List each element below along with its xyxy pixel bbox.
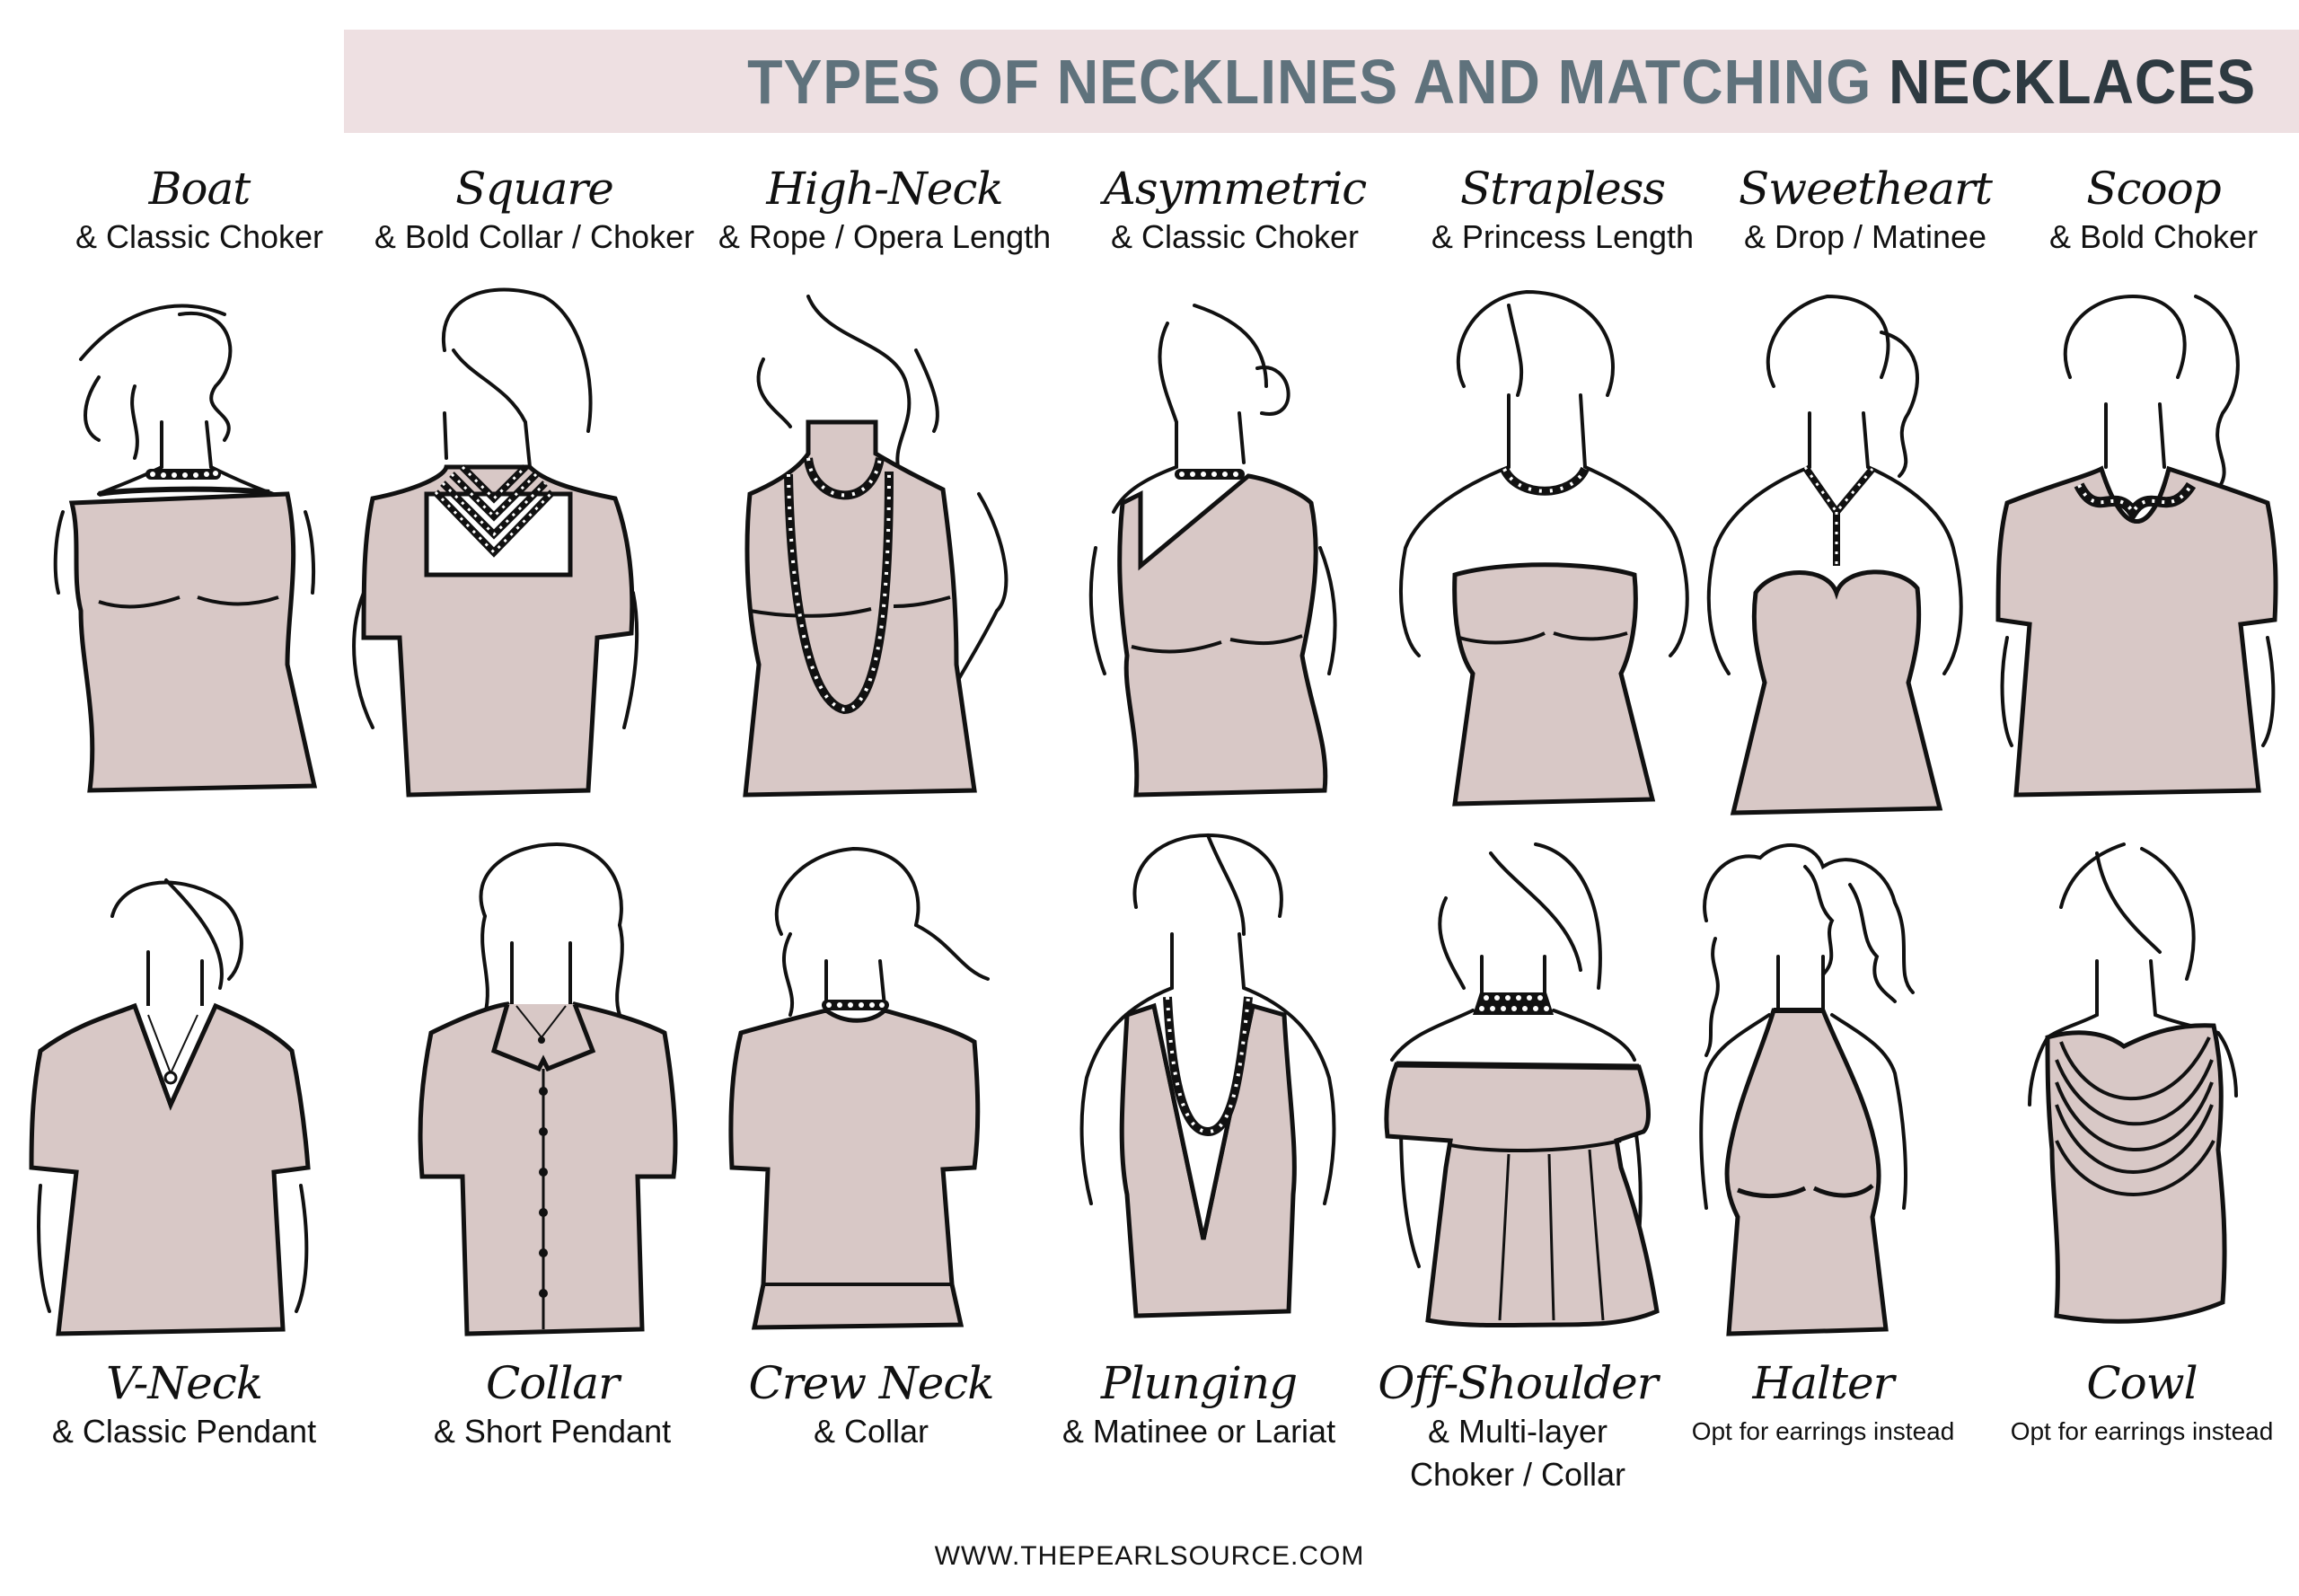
label-high-neck: High-Neck & Rope / Opera Length: [709, 162, 1060, 259]
neckline-name: Collar: [485, 1357, 620, 1409]
necklace-recommendation: & Drop / Matinee: [1743, 218, 1987, 255]
neckline-name: Off-Shoulder: [1378, 1357, 1658, 1409]
neckline-name: Asymmetric: [1103, 163, 1367, 215]
necklace-recommendation: & Bold Collar / Choker: [374, 218, 695, 255]
necklace-recommendation: & Classic Choker: [75, 218, 324, 255]
label-off-shoulder: Off-Shoulder & Multi-layer Choker / Coll…: [1356, 1356, 1679, 1496]
necklace-recommendation: & Short Pendant: [433, 1413, 672, 1450]
neckline-name: Scoop: [2086, 163, 2221, 215]
label-collar: Collar & Short Pendant: [391, 1356, 714, 1453]
neckline-name: High-Neck: [766, 163, 1003, 215]
neckline-name: Square: [455, 163, 614, 215]
label-strapless: Strapless & Princess Length: [1401, 162, 1724, 259]
figure-off-shoulder-neckline: [1374, 835, 1661, 1338]
label-scoop: Scoop & Bold Choker: [1992, 162, 2299, 259]
figure-crew-neck-neckline: [718, 835, 997, 1338]
figure-scoop-neckline: [1989, 278, 2286, 808]
neckline-name: Halter: [1752, 1357, 1895, 1409]
label-square: Square & Bold Collar / Choker: [359, 162, 709, 259]
figure-v-neck-neckline: [22, 862, 319, 1338]
neckline-name: Cowl: [2086, 1357, 2198, 1409]
necklace-recommendation: & Rope / Opera Length: [718, 218, 1052, 255]
neckline-name: V-Neck: [105, 1357, 263, 1409]
figure-strapless-neckline: [1392, 278, 1697, 808]
neckline-name: Strapless: [1460, 163, 1666, 215]
label-asymmetric: Asymmetric & Classic Choker: [1073, 162, 1396, 259]
necklace-recommendation: & Classic Pendant: [51, 1413, 317, 1450]
label-sweetheart: Sweetheart & Drop / Matinee: [1704, 162, 2027, 259]
title-banner: TYPES OF NECKLINES AND MATCHING NECKLACE…: [344, 30, 2299, 133]
necklace-recommendation: & Bold Choker: [2048, 218, 2259, 255]
neckline-name: Plunging: [1100, 1357, 1298, 1409]
necklace-recommendation: Opt for earrings instead: [1691, 1417, 1955, 1445]
label-cowl: Cowl Opt for earrings instead: [1980, 1356, 2299, 1450]
figure-high-neck-neckline: [709, 287, 1015, 808]
necklace-recommendation: & Matinee or Lariat: [1061, 1413, 1336, 1450]
figure-halter-neckline: [1688, 831, 1958, 1343]
necklace-recommendation-line2: Choker / Collar: [1409, 1456, 1626, 1493]
figure-square-neckline: [346, 278, 651, 808]
label-plunging: Plunging & Matinee or Lariat: [1037, 1356, 1361, 1453]
necklace-recommendation: & Collar: [813, 1413, 929, 1450]
figure-sweetheart-neckline: [1693, 278, 1980, 817]
label-crew-neck: Crew Neck & Collar: [709, 1356, 1033, 1453]
necklace-recommendation: & Classic Choker: [1110, 218, 1360, 255]
figure-boat-neckline: [45, 287, 332, 808]
figure-cowl-neckline: [2007, 835, 2277, 1338]
figure-collar-neckline: [413, 835, 683, 1338]
necklace-recommendation: Opt for earrings instead: [2010, 1417, 2274, 1445]
figure-asymmetric-neckline: [1087, 278, 1356, 808]
title-main: TYPES OF NECKLINES AND MATCHING: [747, 47, 1889, 117]
figure-plunging-neckline: [1073, 826, 1343, 1347]
label-boat: Boat & Classic Choker: [38, 162, 361, 259]
page-title: TYPES OF NECKLINES AND MATCHING NECKLACE…: [747, 46, 2256, 118]
neckline-name: Sweetheart: [1739, 163, 1993, 215]
label-halter: Halter Opt for earrings instead: [1661, 1356, 1985, 1450]
necklace-recommendation: & Princess Length: [1431, 218, 1695, 255]
neckline-name: Crew Neck: [748, 1357, 994, 1409]
label-v-neck: V-Neck & Classic Pendant: [22, 1356, 346, 1453]
title-accent: NECKLACES: [1888, 47, 2256, 117]
neckline-name: Boat: [148, 163, 251, 215]
necklace-recommendation: & Multi-layer: [1427, 1413, 1608, 1450]
website-link[interactable]: WWW.THEPEARLSOURCE.COM: [934, 1541, 1365, 1571]
